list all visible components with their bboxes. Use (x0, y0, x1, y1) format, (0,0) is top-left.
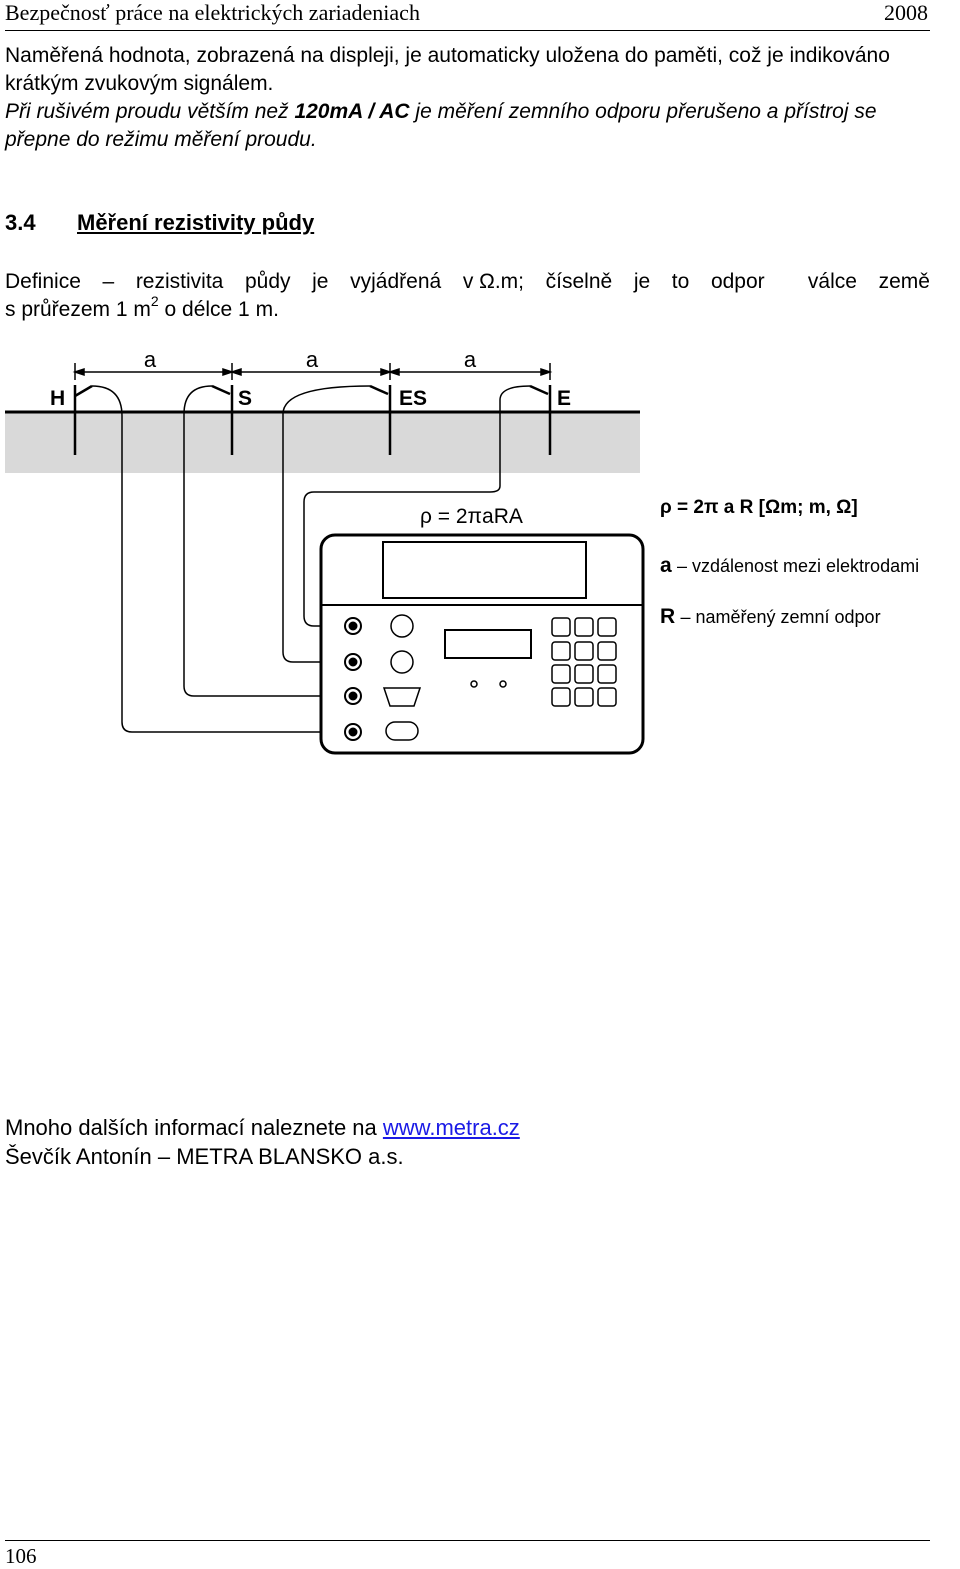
electrode-label-h: H (50, 387, 65, 410)
paragraph-memory: Naměřená hodnota, zobrazená na displeji,… (5, 44, 890, 95)
ground-area (5, 412, 640, 473)
definition-word: rezistivita (135, 270, 224, 293)
clamp-es (369, 384, 389, 396)
legend-a-desc: – vzdálenost mezi elektrodami (676, 556, 920, 576)
wire-es (282, 385, 371, 663)
legend-r: R – naměřený zemní odpor (660, 605, 881, 629)
definition-word: země (878, 270, 930, 293)
instrument-keypad (551, 617, 617, 707)
clamp-s (211, 384, 231, 396)
wire-e (303, 385, 531, 627)
header-title: Bezpečnosť práce na elektrických zariade… (5, 0, 420, 25)
instrument-terminals (344, 617, 362, 741)
clamp-h (74, 384, 93, 398)
electrodes (73, 384, 552, 455)
legend-a-key: a (660, 554, 672, 577)
electrode-label-e: E (557, 387, 571, 410)
wenner-measurement-diagram: a a a H S ES E ρ = 2πaRA (5, 347, 645, 755)
definition-line-2: s průřezem 1 m2 o délce 1 m. (5, 293, 930, 324)
definition-word: v Ω.m; (462, 270, 525, 293)
spacing-dimensions (72, 363, 553, 380)
legend-formula: ρ = 2π a R [Ωm; m, Ω] (660, 497, 858, 518)
instrument-controls (382, 614, 532, 741)
definition-length: o délce 1 m. (158, 298, 279, 321)
definition-cross-section: s průřezem 1 m (5, 298, 151, 321)
current-threshold: 120mA / AC (294, 100, 410, 123)
legend-r-key: R (660, 605, 676, 628)
header-year: 2008 (884, 0, 928, 25)
more-info-text: Mnoho dalších informací naleznete na (5, 1115, 383, 1140)
definition-word: je (312, 270, 329, 293)
definition-word: – (102, 270, 115, 293)
diagram-formula: ρ = 2πaRA (420, 505, 523, 528)
more-info-line: Mnoho dalších informací naleznete na www… (5, 1115, 520, 1141)
paragraph-interference-part1: Při rušivém proudu větším než (5, 100, 295, 123)
definition-word: půdy (244, 270, 291, 293)
definition-word: je (633, 270, 651, 293)
spacing-label-2: a (306, 347, 319, 372)
clamp-e (529, 384, 549, 396)
spacing-label-1: a (144, 347, 157, 372)
author-line: Ševčík Antonín – METRA BLANSKO a.s. (5, 1144, 404, 1169)
section-number: 3.4 (5, 210, 36, 235)
section-heading: 3.4 Měření rezistivity půdy (5, 210, 314, 236)
section-title: Měření rezistivity půdy (77, 210, 315, 235)
instrument-display-window (382, 541, 587, 599)
definition-word: válce (807, 270, 857, 293)
footer-rule (5, 1540, 930, 1541)
definition-exponent: 2 (150, 293, 159, 309)
definition-word: to (671, 270, 690, 293)
measurement-wires (91, 385, 531, 733)
paragraph-interference: Při rušivém proudu větším než 120mA / AC… (5, 98, 930, 154)
wire-s (183, 385, 346, 697)
metra-website-link[interactable]: www.metra.cz (382, 1115, 520, 1140)
electrode-label-s: S (238, 387, 252, 410)
definition-word: číselně (545, 270, 613, 293)
page-number: 106 (5, 1544, 37, 1568)
electrode-label-es: ES (399, 387, 427, 410)
definition-word: Definice (5, 270, 81, 293)
paragraph-interference-part2: je měření zemního odporu přerušeno a pří… (5, 100, 877, 151)
definition-word: vyjádřená (350, 270, 442, 293)
legend-r-desc: – naměřený zemní odpor (680, 607, 881, 627)
header-rule (5, 30, 930, 31)
earth-resistance-tester (319, 533, 645, 755)
legend-a: a – vzdálenost mezi elektrodami (660, 554, 919, 578)
spacing-label-3: a (464, 347, 477, 372)
wire-h (91, 385, 346, 733)
definition-word: odpor (710, 270, 765, 293)
